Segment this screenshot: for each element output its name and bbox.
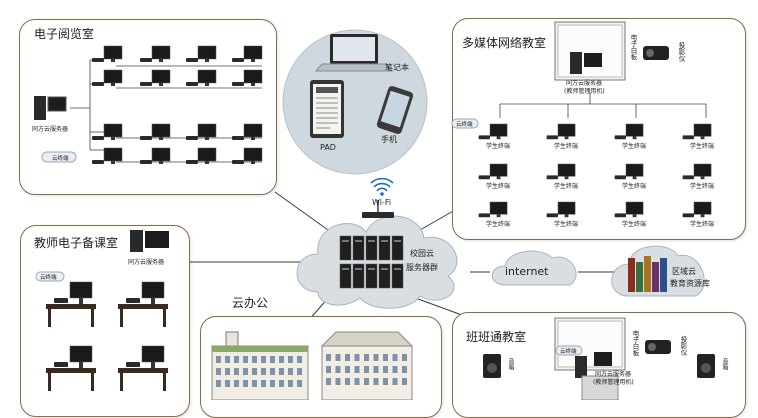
student-terminal-label: 学生终端 — [486, 221, 511, 228]
cls-speaker-right-label: 音箱 — [721, 358, 728, 370]
classroom-title: 班班通教室 — [466, 330, 527, 344]
wifi-label: Wi-Fi — [372, 198, 392, 207]
cls-speaker-left-label: 音箱 — [507, 358, 514, 370]
network-diagram: 电子阅览室 同方云服务器 云终端 — [19, 18, 746, 418]
mm-projector-label: 投影仪 — [677, 42, 685, 62]
multimedia-room-panel — [452, 18, 746, 240]
student-terminal-label: 学生终端 — [486, 143, 511, 150]
campus-cloud-line1: 校园云 — [410, 249, 434, 258]
student-terminal-label: 学生终端 — [690, 183, 715, 190]
student-terminal-label: 学生终端 — [554, 183, 579, 190]
ereading-room-panel — [19, 19, 277, 195]
multimedia-room-title: 多媒体网络教室 — [462, 36, 547, 50]
cls-server-sublabel: (教师管理用机) — [593, 379, 634, 386]
student-terminal-label: 学生终端 — [690, 221, 715, 228]
student-terminal-label: 学生终端 — [622, 221, 647, 228]
phone-label: 手机 — [381, 135, 397, 144]
campus-cloud-line2: 服务器群 — [406, 263, 438, 272]
mm-server-sublabel: (教师管理用机) — [564, 88, 605, 95]
ereading-server-label: 同方云服务器 — [32, 126, 69, 133]
prep-terminal-tag: 云终端 — [40, 275, 57, 281]
prep-server-label: 同方云服务器 — [128, 259, 165, 266]
link-ereading — [274, 191, 336, 236]
student-terminal-label: 学生终端 — [622, 143, 647, 150]
office-title: 云办公 — [232, 296, 269, 310]
pad-label: PAD — [320, 143, 336, 152]
student-terminal-label: 学生终端 — [622, 183, 647, 190]
student-terminal-label: 学生终端 — [554, 221, 579, 228]
resource-line1: 区域云 — [672, 267, 696, 276]
prep-room-title: 教师电子备课室 — [34, 236, 119, 250]
mm-terminal-tag: 云终端 — [456, 122, 473, 128]
office-panel — [200, 316, 442, 418]
student-terminal-label: 学生终端 — [554, 143, 579, 150]
mm-board-label: 电子白板 — [629, 34, 637, 60]
student-terminal-label: 学生终端 — [690, 143, 715, 150]
laptop-label: 笔记本 — [385, 63, 409, 72]
ereading-terminal-tag: 云终端 — [52, 156, 69, 162]
prep-room-panel — [20, 225, 190, 417]
cls-projector-label: 投影仪 — [679, 336, 687, 356]
cls-board-label: 电子白板 — [631, 330, 639, 356]
cls-terminal-tag: 云终端 — [560, 349, 577, 355]
internet-label: internet — [505, 265, 549, 278]
cls-server-label: 同方云服务器 — [595, 371, 632, 378]
student-terminal-label: 学生终端 — [486, 183, 511, 190]
resource-line2: 教育资源库 — [670, 279, 710, 288]
link-multimedia — [419, 209, 456, 231]
mm-server-label: 同方云服务器 — [566, 80, 603, 87]
ereading-room-title: 电子阅览室 — [34, 27, 95, 41]
